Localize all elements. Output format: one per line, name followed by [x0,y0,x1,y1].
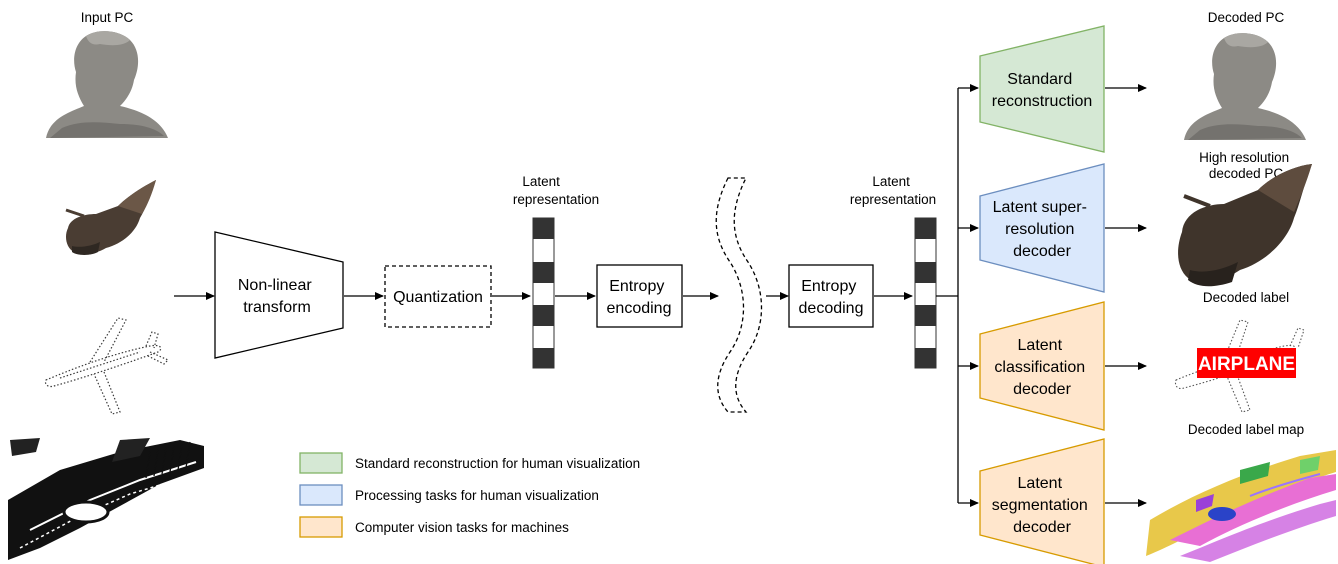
entropy-encoding-block [596,264,683,328]
entropy-decoding-label: Entropy decoding [799,278,864,317]
decoded-pc-caption: Decoded PC [1208,10,1285,25]
highres-caption: High resolution decoded PC [1199,150,1293,181]
bust-output-image [1184,33,1306,140]
legend-swatch-processing [299,484,343,506]
quantization-block [384,265,492,328]
decoded-label-map-caption: Decoded label map [1188,422,1304,437]
segmentation-label: Latent segmentation decoder [992,475,1093,536]
latent-vector-encoder [532,217,555,369]
legend-text-processing: Processing tasks for human visualization [355,488,599,503]
segmentation-decoder [979,438,1105,564]
branch-connectors [936,88,959,503]
standard-reconstruction-decoder [979,25,1105,153]
latent-enc-label: Latent representation [513,174,599,207]
entropy-decoding-block [788,264,874,328]
transform-label: Non-linear transform [238,277,316,316]
decoded-label-caption: Decoded label [1203,290,1289,305]
legend-text-machines: Computer vision tasks for machines [355,520,569,535]
classification-output-text: AIRPLANE [1198,354,1295,375]
airplane-input-image [44,317,170,415]
classification-output-badge [1197,348,1296,378]
latent-dec-label: Latent representation [850,174,936,207]
transmission-channel [715,177,763,413]
bust-input-image [46,31,168,138]
legend-swatch-standard [299,452,343,474]
triceratops-input-image [65,180,156,255]
quantization-label: Quantization [393,289,483,306]
segmentation-output-image [1146,450,1336,562]
legend-text-standard: Standard reconstruction for human visual… [355,456,640,471]
nonlinear-transform-block [214,231,344,359]
superresolution-decoder [979,163,1105,293]
input-caption: Input PC [81,10,134,25]
standard-reconstruction-label: Standard reconstruction [992,71,1093,110]
airplane-output-image [1174,319,1305,413]
superresolution-label: Latent super- resolution decoder [993,199,1092,260]
triceratops-output-image [1178,164,1312,287]
latent-vector-decoder [914,217,937,369]
lidar-input-image [8,434,206,562]
classification-label: Latent classification decoder [994,337,1089,398]
classification-decoder [979,301,1105,431]
entropy-encoding-label: Entropy encoding [607,278,672,317]
legend-swatch-machines [299,516,343,538]
